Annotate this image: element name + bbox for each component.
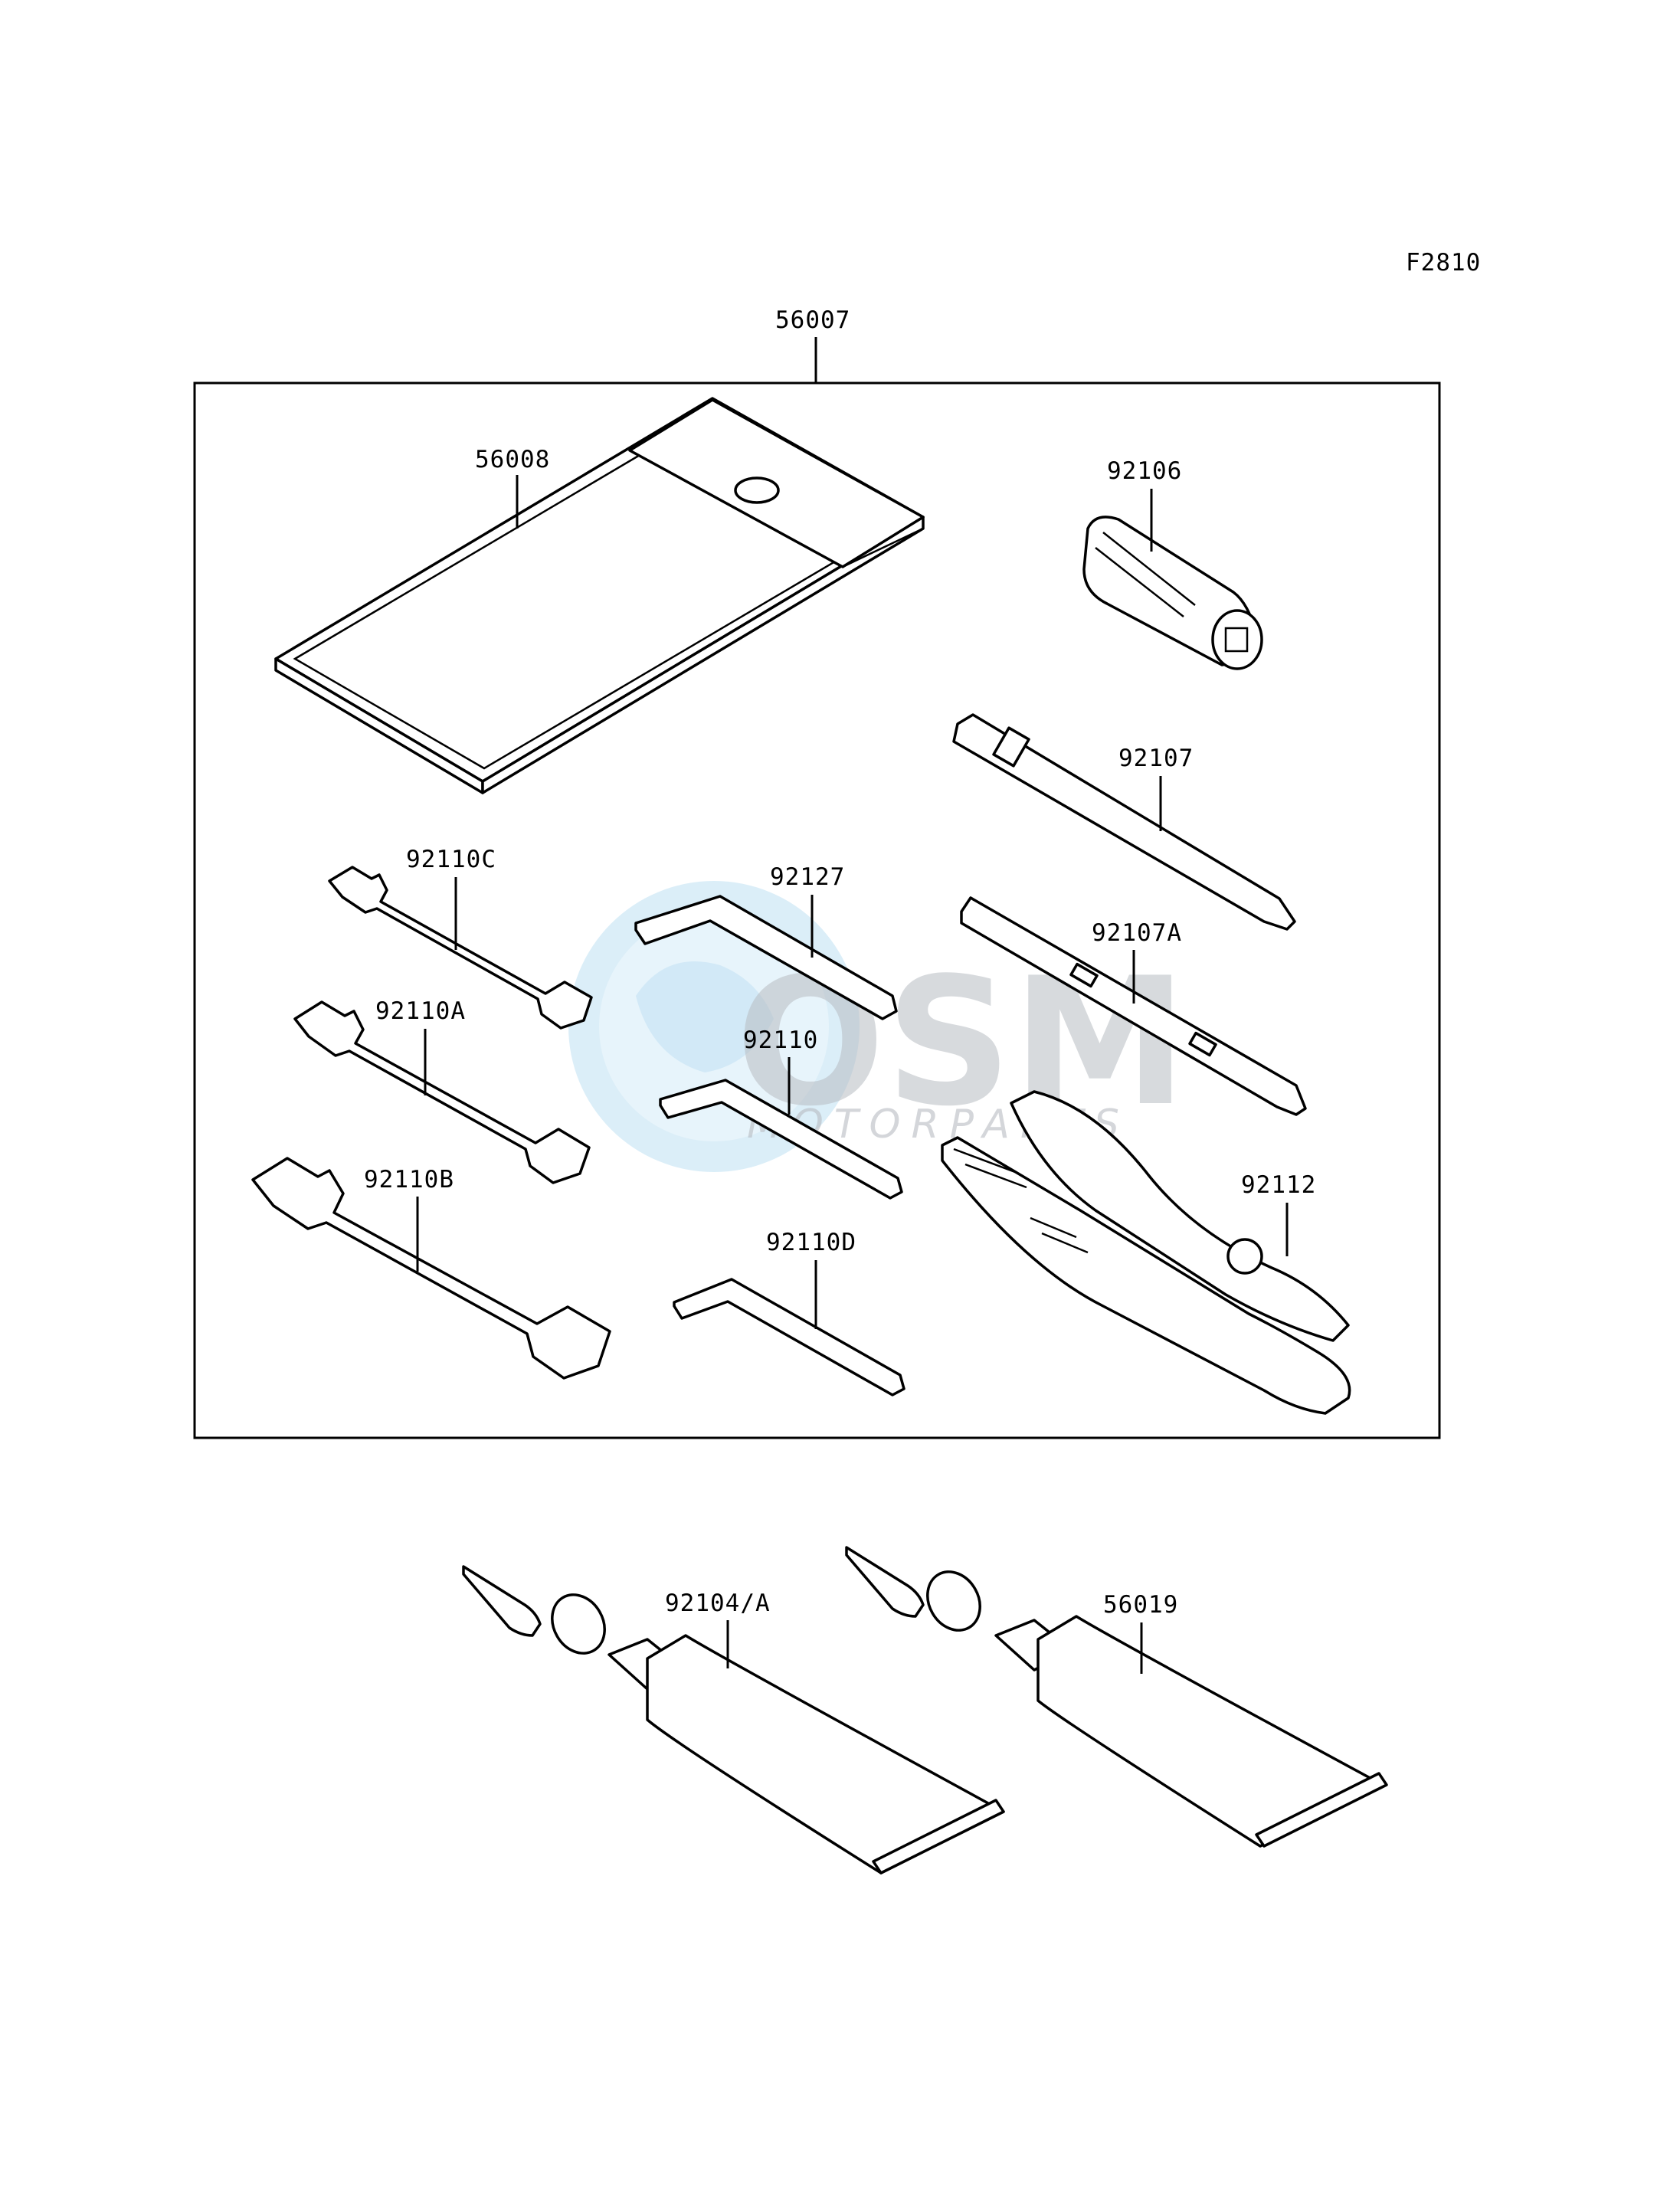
label-92110D: 92110D xyxy=(766,1229,856,1256)
wrench-medium xyxy=(293,1000,591,1184)
label-56007: 56007 xyxy=(775,306,850,334)
grease-tube-left xyxy=(462,1565,1005,1874)
label-92110: 92110 xyxy=(743,1026,818,1054)
tool-kit-box xyxy=(193,381,1441,1439)
label-56019: 56019 xyxy=(1103,1591,1178,1619)
wrench-large xyxy=(251,1157,611,1380)
label-92107A: 92107A xyxy=(1092,919,1182,947)
label-92110B: 92110B xyxy=(364,1166,454,1193)
screwdriver-reversible xyxy=(960,896,1307,1116)
label-92110A: 92110A xyxy=(375,997,466,1025)
socket-tool xyxy=(1082,516,1263,670)
grease-tube-right xyxy=(845,1546,1388,1848)
label-92106: 92106 xyxy=(1107,457,1182,485)
tool-bag xyxy=(274,397,925,794)
label-92104A: 92104/A xyxy=(665,1590,771,1617)
label-92110C: 92110C xyxy=(406,846,496,873)
hex-key-92127 xyxy=(634,895,898,1020)
label-92112: 92112 xyxy=(1241,1171,1316,1199)
wrench-small xyxy=(328,866,593,1030)
label-92127: 92127 xyxy=(770,863,845,891)
hex-key-92110D xyxy=(673,1278,905,1396)
hex-key-92110 xyxy=(659,1079,903,1200)
screwdriver-bit xyxy=(952,713,1296,931)
label-92107: 92107 xyxy=(1118,745,1194,772)
figure-code: F2810 xyxy=(1406,249,1481,277)
pliers xyxy=(941,1090,1351,1415)
label-56008: 56008 xyxy=(475,446,550,473)
